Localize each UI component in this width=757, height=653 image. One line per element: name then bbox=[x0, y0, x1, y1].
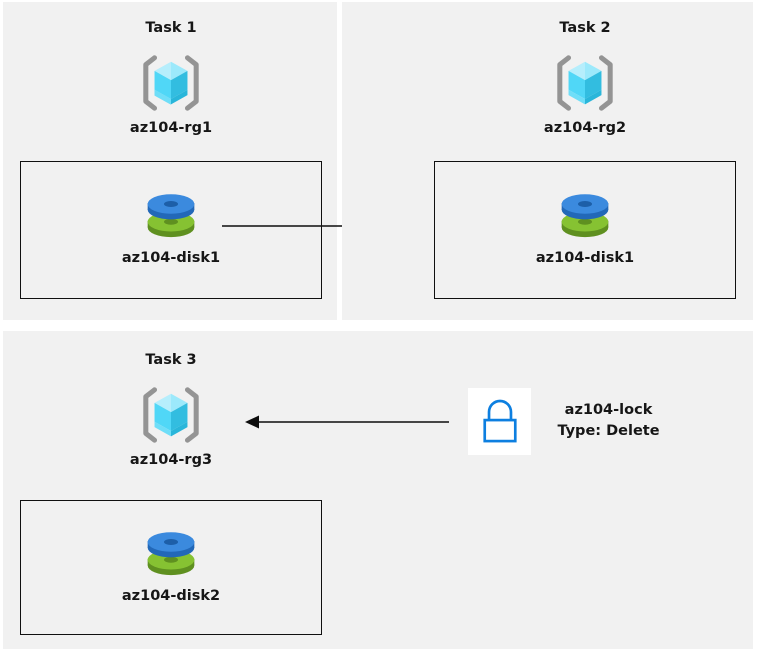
resource-group-icon bbox=[143, 55, 199, 111]
resource-group-label-task-2: az104-rg2 bbox=[543, 120, 627, 136]
lock-name: az104-lock bbox=[564, 402, 653, 418]
lock-icon bbox=[482, 399, 517, 442]
disk-label-task-2: az104-disk1 bbox=[535, 250, 635, 266]
resource-group-label-task-3: az104-rg3 bbox=[129, 452, 213, 468]
disk-label-task-3: az104-disk2 bbox=[121, 588, 221, 604]
lock-arrow bbox=[245, 415, 449, 429]
managed-disk-icon bbox=[147, 532, 195, 576]
lock-type: Type: Delete bbox=[557, 423, 660, 440]
resource-box-task-1: az104-disk1 bbox=[20, 161, 322, 299]
resource-box-task-2: az104-disk1 bbox=[434, 161, 736, 299]
task-1-title: Task 1 bbox=[145, 20, 197, 36]
resource-box-task-3: az104-disk2 bbox=[20, 500, 322, 635]
lock-tile bbox=[468, 388, 531, 455]
task-3-title: Task 3 bbox=[145, 352, 197, 368]
disk-group-task-1: az104-disk1 bbox=[21, 190, 321, 266]
resource-group-task-3: az104-rg3 bbox=[96, 384, 246, 468]
managed-disk-icon bbox=[561, 194, 609, 238]
resource-group-task-1: az104-rg1 bbox=[96, 52, 246, 136]
lock-text-block: az104-lock Type: Delete bbox=[536, 400, 681, 442]
resource-group-task-2: az104-rg2 bbox=[510, 52, 660, 136]
managed-disk-icon bbox=[147, 194, 195, 238]
disk-group-task-2: az104-disk1 bbox=[435, 190, 735, 266]
resource-group-label-task-1: az104-rg1 bbox=[129, 120, 213, 136]
resource-group-icon bbox=[143, 387, 199, 443]
disk-group-task-3: az104-disk2 bbox=[21, 528, 321, 604]
disk-label-task-1: az104-disk1 bbox=[121, 250, 221, 266]
task-2-title: Task 2 bbox=[559, 20, 611, 36]
resource-group-icon bbox=[557, 55, 613, 111]
